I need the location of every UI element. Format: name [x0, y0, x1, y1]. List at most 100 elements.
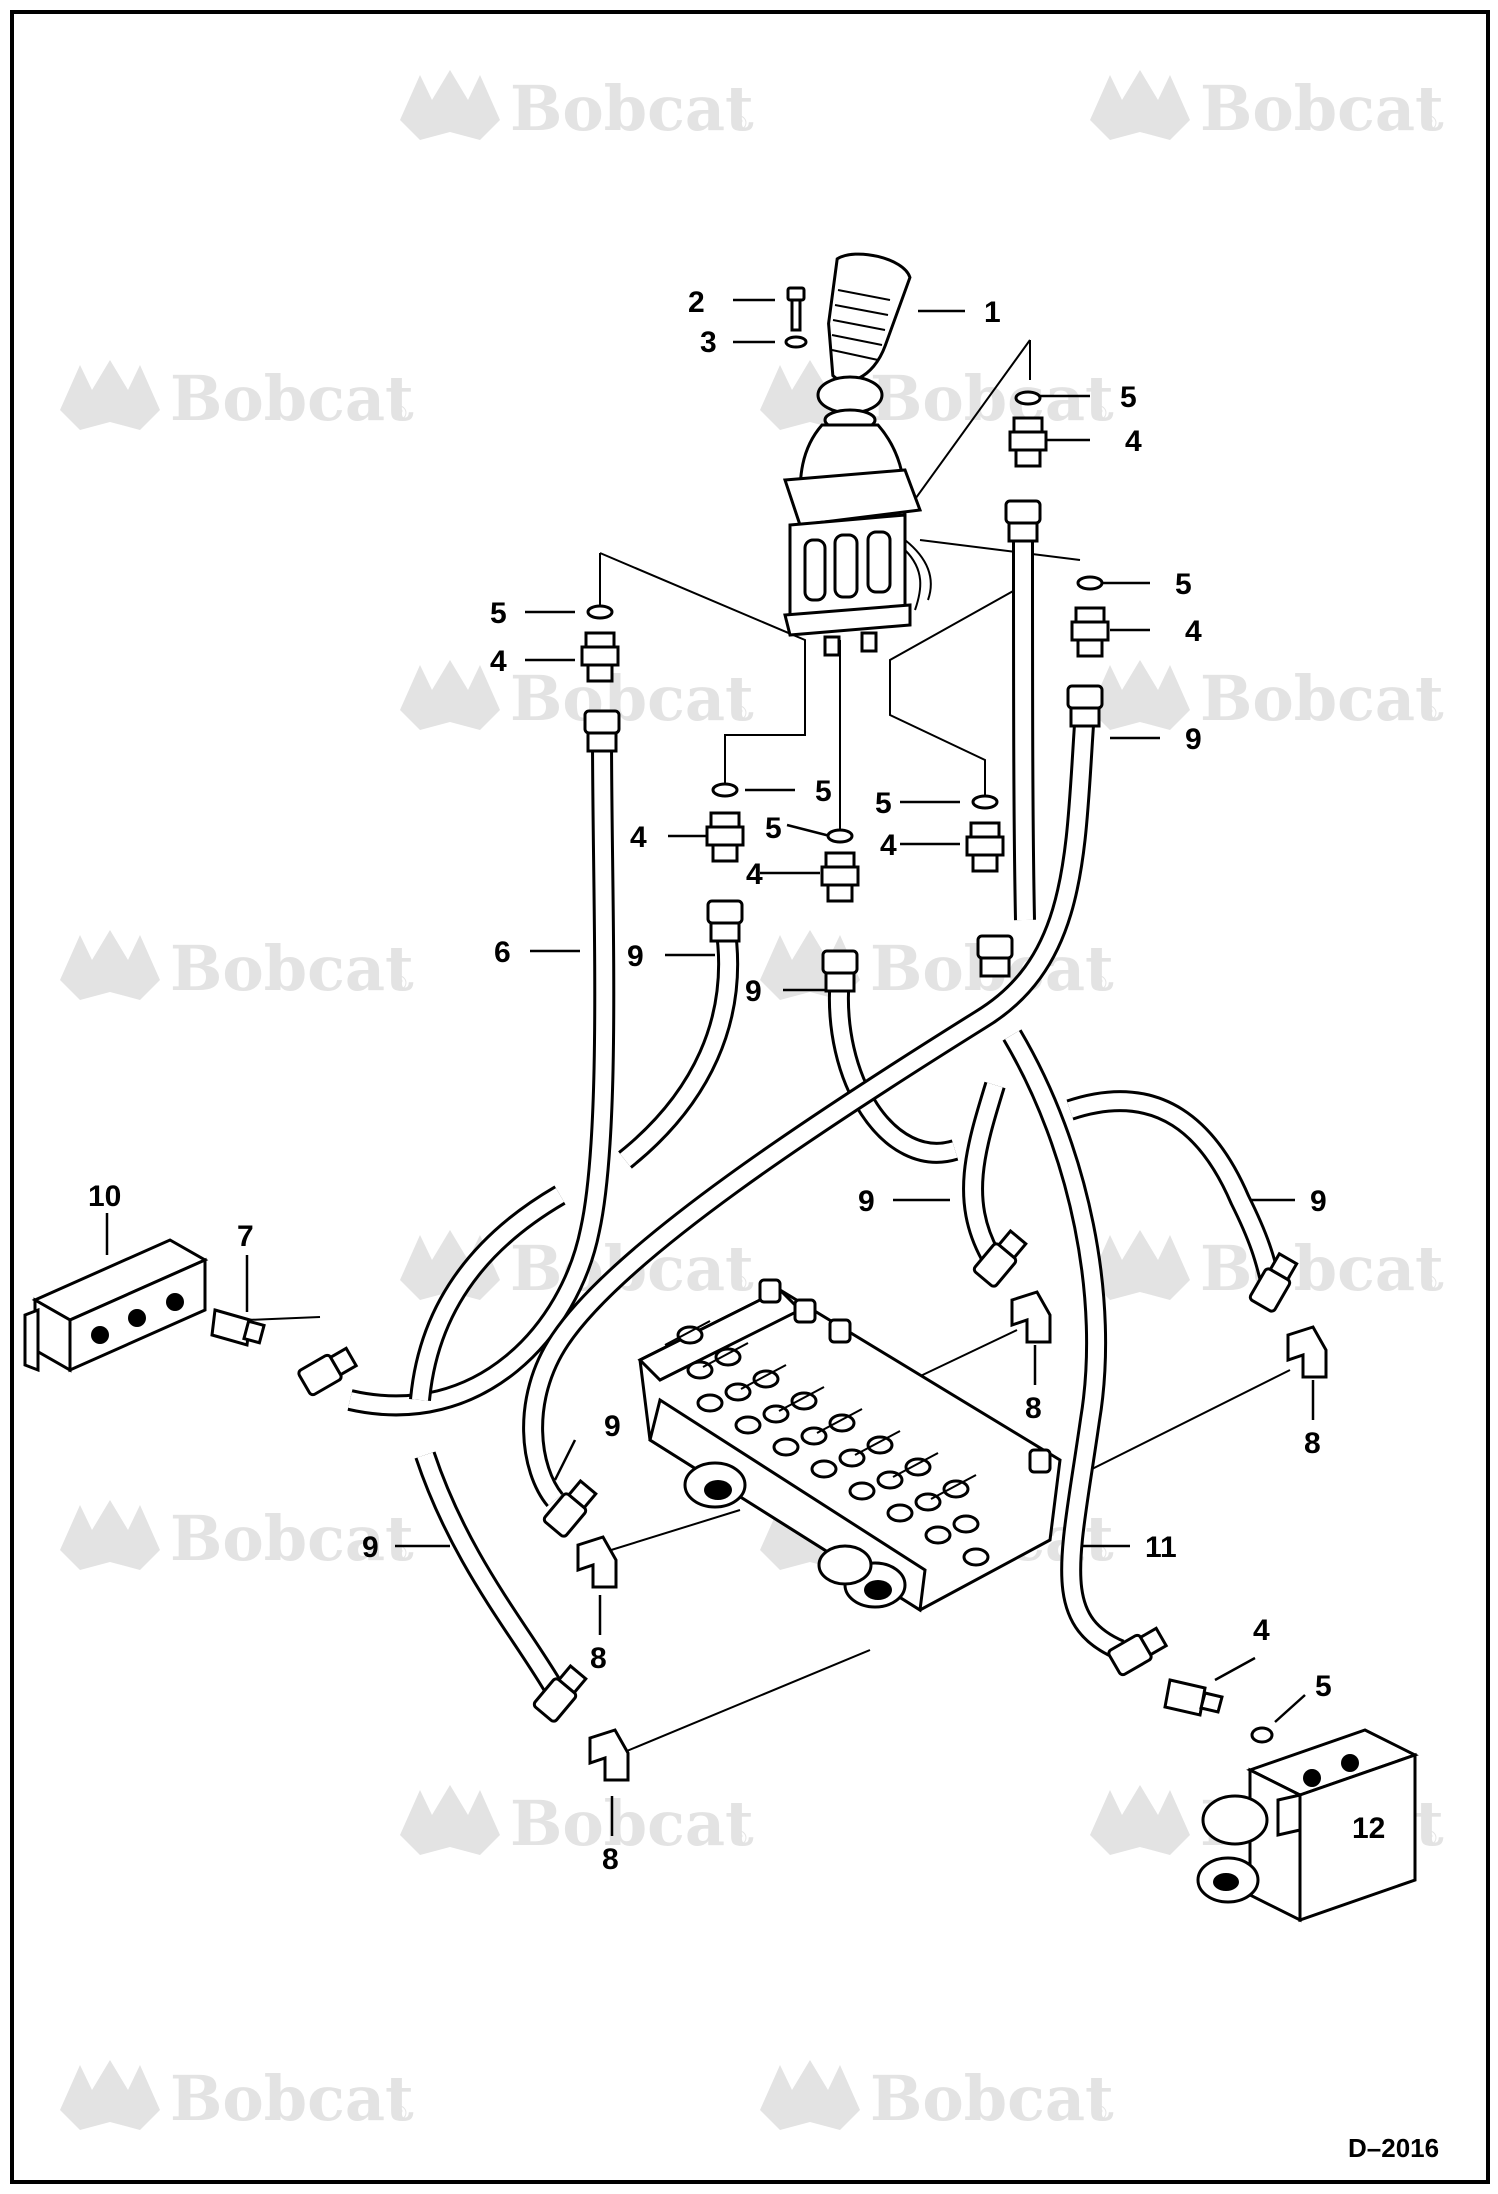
watermark-registered-mark: ® [392, 2103, 407, 2125]
valve-port [696, 1393, 724, 1413]
watermark-registered-mark: ® [1422, 113, 1437, 135]
manifold-block [23, 1238, 209, 1373]
watermark-registered-mark: ® [1092, 403, 1107, 425]
adapter-fitting [580, 631, 620, 683]
hose-end-couplings [297, 499, 1328, 1782]
bobcat-logo-watermark: Bobcat® [1090, 1230, 1444, 1305]
elbow-fitting [1010, 1290, 1052, 1344]
control-valve [637, 1278, 1062, 1613]
callout-leaders [105, 298, 1374, 1836]
watermark-registered-mark: ® [1422, 1828, 1437, 1850]
adapter-fitting [1070, 606, 1110, 658]
bobcat-logo-watermark: Bobcat® [60, 2060, 414, 2135]
callout-5: 5 [815, 775, 832, 808]
watermark-brand-text: Bobcat [870, 2062, 1114, 2135]
bobcat-logo-watermark: Bobcat® [760, 360, 1114, 435]
callout-9: 9 [1185, 723, 1202, 756]
watermark-brand-text: Bobcat [510, 662, 754, 735]
adapter-fitting [1163, 1678, 1224, 1717]
o-ring [711, 782, 739, 798]
callout-5: 5 [1175, 568, 1192, 601]
o-ring [1250, 1726, 1274, 1744]
callout-8: 8 [602, 1843, 619, 1876]
valve-port [904, 1457, 932, 1477]
bobcat-logo-watermark: Bobcat® [760, 2060, 1114, 2135]
callout-4: 4 [1185, 615, 1202, 648]
hose-coupling [706, 899, 744, 943]
valve-port [924, 1525, 952, 1545]
bobcat-logo-watermark: Bobcat® [60, 1500, 414, 1575]
callout-3: 3 [700, 326, 717, 359]
adapter-fitting [705, 811, 745, 863]
callout-12: 12 [1352, 1812, 1385, 1845]
watermark-brand-text: Bobcat [170, 362, 414, 435]
bobcat-logo-watermark: Bobcat® [400, 660, 754, 735]
hose-coupling [1248, 1251, 1299, 1313]
callout-8: 8 [590, 1642, 607, 1675]
valve-port [886, 1503, 914, 1523]
adapter-fitting [1008, 416, 1048, 468]
adapter-fitting [965, 821, 1005, 873]
callout-4: 4 [630, 821, 647, 854]
hose-coupling [972, 1228, 1028, 1288]
bobcat-logo-watermark: Bobcat® [400, 1785, 754, 1860]
bobcat-logo-watermark: Bobcat® [60, 360, 414, 435]
callout-10: 10 [88, 1180, 121, 1213]
callout-5: 5 [490, 597, 507, 630]
drawing-number: D–2016 [1348, 2133, 1439, 2163]
valve-port [962, 1547, 990, 1567]
callout-4: 4 [880, 829, 897, 862]
spool-cap [793, 1298, 817, 1324]
callout-labels: 1 2 3 4 4 4 4 4 4 4 5 5 5 5 5 5 5 6 7 8 … [88, 286, 1439, 2163]
watermark-brand-text: Bobcat [1200, 662, 1444, 735]
callout-7: 7 [237, 1220, 254, 1253]
watermark-registered-mark: ® [392, 973, 407, 995]
valve-port [810, 1459, 838, 1479]
valve-port [828, 1413, 856, 1433]
callout-2: 2 [688, 286, 705, 319]
o-ring [826, 828, 854, 844]
o-ring [1014, 390, 1042, 406]
bobcat-logo-watermark: Bobcat® [400, 70, 754, 145]
valve-port [772, 1437, 800, 1457]
watermark-brand-text: Bobcat [170, 932, 414, 1005]
watermark-brand-text: Bobcat [170, 2062, 414, 2135]
watermark-brand-text: Bobcat [510, 1787, 754, 1860]
callout-5: 5 [1120, 381, 1137, 414]
valve-block-12 [1196, 1728, 1419, 1923]
bolt-and-washer [784, 286, 808, 349]
bobcat-logo-watermark: Bobcat® [1090, 70, 1444, 145]
adapter-fitting [820, 851, 860, 903]
watermark-brand-text: Bobcat [1200, 72, 1444, 145]
elbow-fitting [1286, 1325, 1328, 1379]
valve-port [848, 1481, 876, 1501]
watermark-registered-mark: ® [732, 113, 747, 135]
valve-port [942, 1479, 970, 1499]
spool-cap [1028, 1448, 1052, 1474]
valve-port [952, 1514, 980, 1534]
watermark-registered-mark: ® [732, 1828, 747, 1850]
watermark-registered-mark: ® [1092, 1543, 1107, 1565]
hoses [347, 519, 1281, 1696]
valve-port [714, 1347, 742, 1367]
hose-coupling [297, 1346, 359, 1397]
callout-5: 5 [1315, 1670, 1332, 1703]
o-ring [1076, 575, 1104, 591]
callout-4: 4 [1253, 1614, 1270, 1647]
elbow-fitting [576, 1535, 618, 1589]
valve-port [734, 1415, 762, 1435]
callout-9: 9 [604, 1410, 621, 1443]
watermark-registered-mark: ® [732, 1273, 747, 1295]
fitting-7 [210, 1308, 266, 1347]
hose-coupling [976, 934, 1014, 978]
joystick-pilot-valve [782, 252, 932, 657]
hose-coupling [532, 1663, 588, 1723]
callout-11: 11 [1145, 1531, 1177, 1564]
watermark-registered-mark: ® [392, 403, 407, 425]
fittings [580, 390, 1274, 1744]
hose-coupling [821, 949, 859, 993]
watermark-brand-text: Bobcat [1200, 1232, 1444, 1305]
callout-8: 8 [1025, 1392, 1042, 1425]
watermark-brand-text: Bobcat [170, 1502, 414, 1575]
spool-cap [828, 1318, 852, 1344]
